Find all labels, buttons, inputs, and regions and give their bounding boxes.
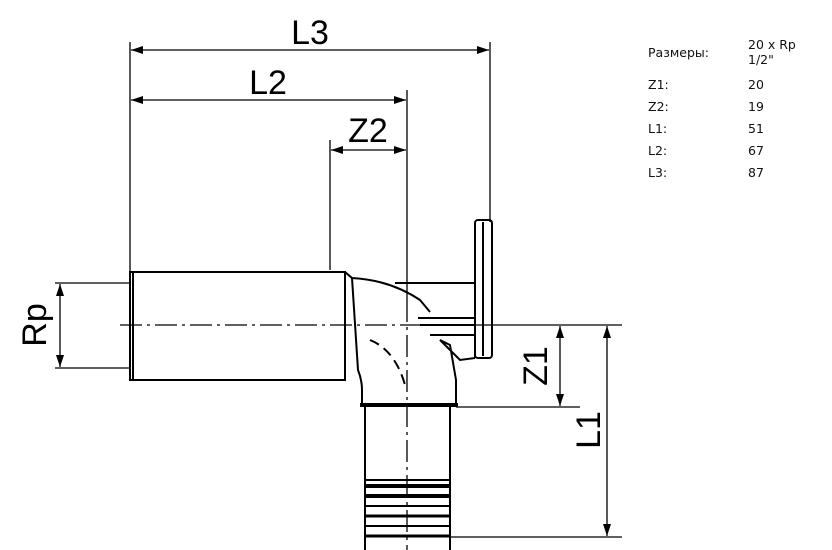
label-l1: L1 xyxy=(570,411,608,449)
label-l2: L2 xyxy=(249,64,287,102)
spec-label: Z2: xyxy=(648,99,669,115)
spec-header-value: 20 x Rp 1/2" xyxy=(748,37,796,67)
spec-label: L3: xyxy=(648,164,668,180)
label-rp: Rp xyxy=(16,303,54,346)
spec-header-row: Размеры: 20 x Rp 1/2" xyxy=(648,30,796,74)
spec-row: Z1: 20 xyxy=(648,74,796,96)
spec-value: 19 xyxy=(748,99,764,115)
spec-header-value-line1: 20 x Rp xyxy=(748,37,796,52)
spec-row: L1: 51 xyxy=(648,118,796,140)
spec-label: Z1: xyxy=(648,77,669,93)
label-z1: Z1 xyxy=(517,346,555,386)
spec-header-value-line2: 1/2" xyxy=(748,52,774,67)
label-z2: Z2 xyxy=(348,112,388,150)
spec-row: Z2: 19 xyxy=(648,96,796,118)
spec-value: 20 xyxy=(748,77,764,93)
spec-row: L3: 87 xyxy=(648,161,796,183)
label-l3: L3 xyxy=(291,14,329,52)
spec-value: 67 xyxy=(748,142,764,158)
spec-header-label: Размеры: xyxy=(648,44,709,60)
spec-label: L1: xyxy=(648,120,668,136)
spec-row: L2: 67 xyxy=(648,139,796,161)
spec-value: 87 xyxy=(748,164,764,180)
spec-label: L2: xyxy=(648,142,668,158)
spec-value: 51 xyxy=(748,120,764,136)
spec-table: Размеры: 20 x Rp 1/2" Z1:20 Z2:19 L1:51 … xyxy=(648,30,796,183)
fitting-body xyxy=(129,219,493,550)
